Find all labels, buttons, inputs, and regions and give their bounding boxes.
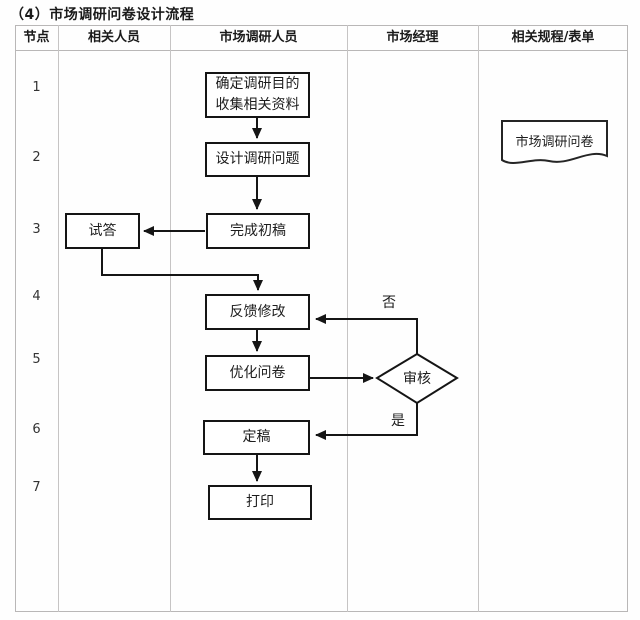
swimlane-table-border bbox=[15, 25, 628, 612]
column-header-manager: 市场经理 bbox=[386, 30, 439, 45]
node-number-4: 4 bbox=[32, 289, 41, 304]
box-optimize-questionnaire: 优化问卷 bbox=[205, 355, 310, 391]
node-number-3: 3 bbox=[32, 222, 41, 237]
column-header-node: 节点 bbox=[23, 30, 50, 45]
box-trial-answer: 试答 bbox=[65, 213, 140, 249]
column-header-staff: 相关人员 bbox=[87, 30, 140, 45]
box-determine-goal-line2: 收集相关资料 bbox=[215, 97, 300, 113]
box-feedback-revise: 反馈修改 bbox=[205, 294, 310, 330]
column-divider-2 bbox=[170, 25, 171, 612]
branch-no-label: 否 bbox=[382, 295, 396, 311]
box-design-questions: 设计调研问题 bbox=[205, 142, 310, 177]
column-divider-1 bbox=[58, 25, 59, 612]
column-divider-3 bbox=[347, 25, 348, 612]
node-number-1: 1 bbox=[32, 80, 41, 95]
column-header-forms: 相关规程/表单 bbox=[511, 30, 595, 45]
page-title: （4）市场调研问卷设计流程 bbox=[10, 7, 195, 23]
node-number-6: 6 bbox=[32, 422, 41, 437]
table-header-divider bbox=[15, 50, 628, 51]
box-determine-goal-line1: 确定调研目的 bbox=[215, 76, 300, 92]
node-number-2: 2 bbox=[32, 150, 41, 165]
branch-yes-label: 是 bbox=[391, 413, 405, 429]
column-header-researcher: 市场调研人员 bbox=[219, 30, 298, 45]
box-complete-draft: 完成初稿 bbox=[206, 213, 310, 249]
node-number-5: 5 bbox=[32, 352, 41, 367]
column-divider-4 bbox=[478, 25, 479, 612]
document-label: 市场调研问卷 bbox=[515, 135, 594, 150]
node-number-7: 7 bbox=[32, 480, 41, 495]
box-print: 打印 bbox=[208, 485, 312, 520]
box-determine-goal: 确定调研目的 收集相关资料 bbox=[205, 72, 310, 118]
review-decision-label: 审核 bbox=[403, 371, 431, 387]
box-finalize: 定稿 bbox=[203, 420, 310, 455]
